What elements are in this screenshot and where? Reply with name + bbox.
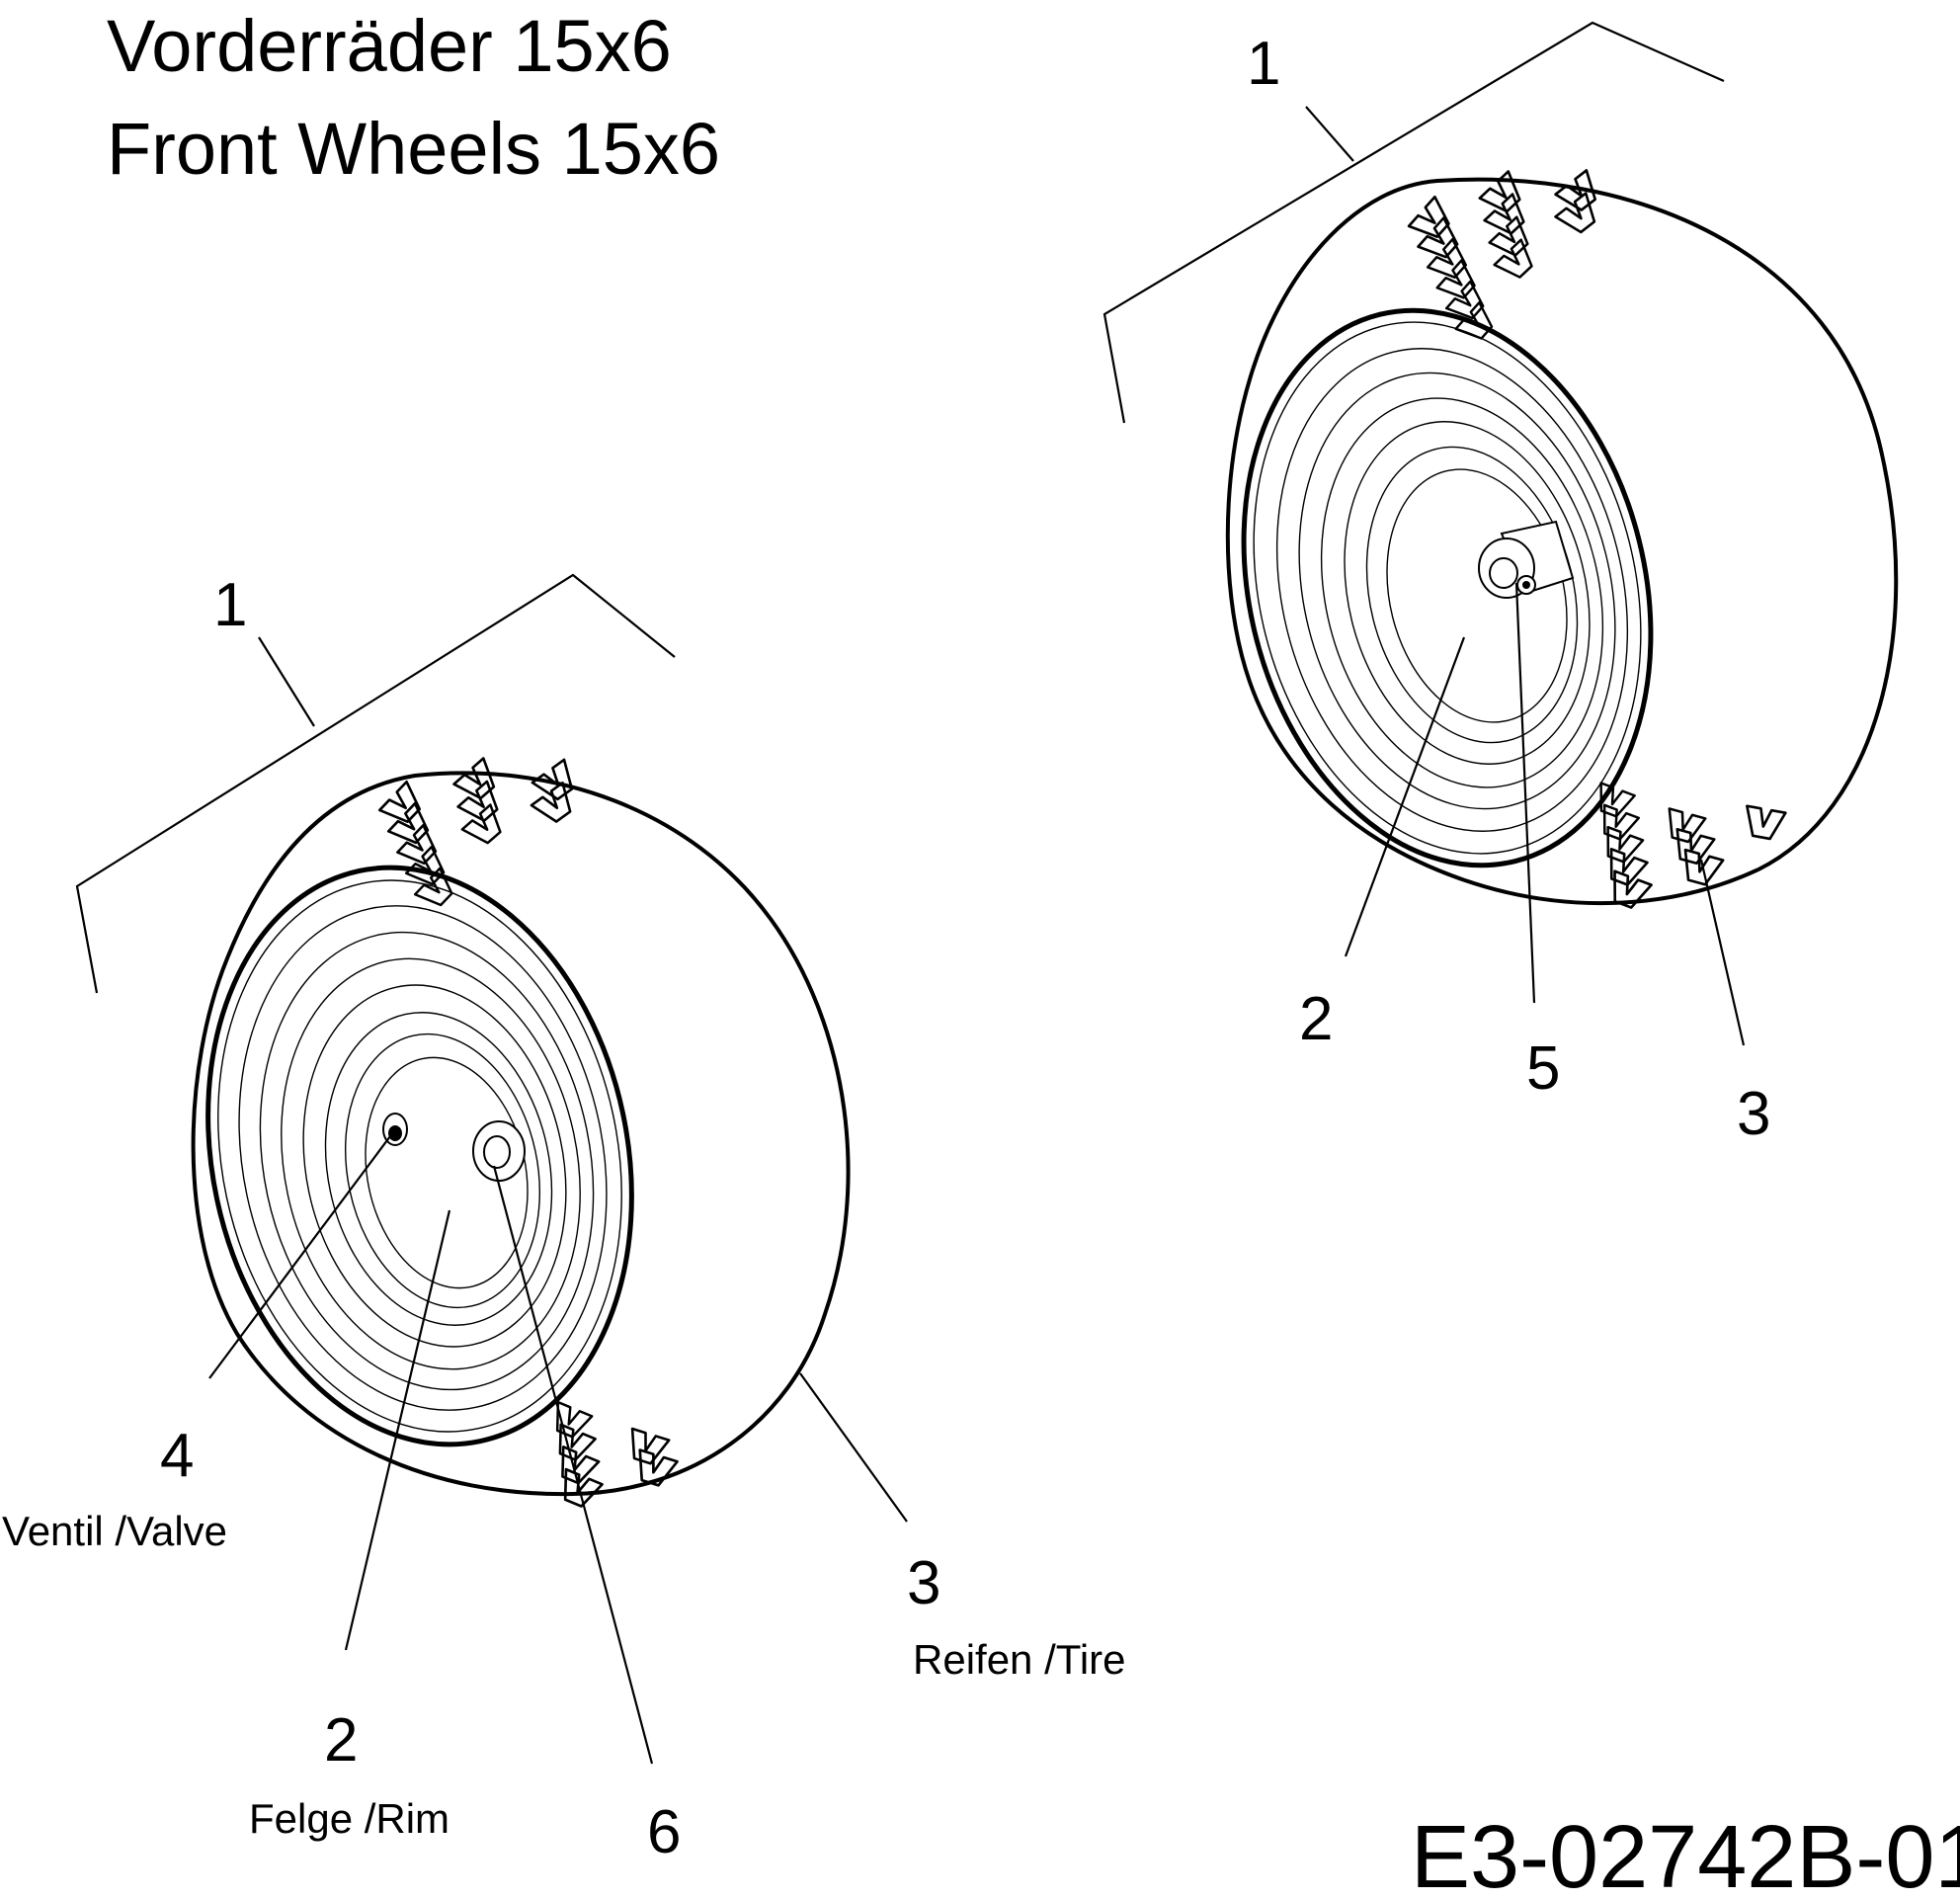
left-callout-4: 4 — [160, 1422, 194, 1490]
right-assembly-bracket — [1102, 21, 1725, 424]
left-callout-2-leader — [344, 1209, 451, 1651]
right-callout-1: 1 — [1247, 30, 1280, 98]
left-wheel: 1 4 Ventil /Valve 2 Felge /Rim 6 3 Reife… — [2, 571, 1126, 1866]
left-callout-1-leader — [258, 636, 315, 727]
label-rim: Felge /Rim — [249, 1795, 449, 1842]
right-wheel: 1 2 5 3 — [1102, 21, 1899, 1148]
left-callout-4-leader — [208, 1135, 391, 1379]
right-callout-5: 5 — [1526, 1034, 1560, 1103]
drawing-code: E3-02742B-01 — [1411, 1808, 1960, 1900]
right-callout-2: 2 — [1299, 985, 1333, 1053]
label-valve: Ventil /Valve — [2, 1508, 227, 1554]
left-callout-1: 1 — [213, 571, 247, 639]
left-assembly-bracket — [75, 573, 676, 994]
right-callout-3-leader — [1699, 859, 1746, 1046]
left-callout-6-leader — [492, 1165, 654, 1765]
label-tire: Reifen /Tire — [913, 1636, 1126, 1683]
left-callout-6: 6 — [647, 1798, 681, 1866]
left-callout-3: 3 — [907, 1549, 940, 1617]
right-callout-3: 3 — [1737, 1080, 1770, 1148]
title-german: Vorderräder 15x6 — [107, 5, 672, 87]
title-english: Front Wheels 15x6 — [107, 108, 720, 190]
right-callout-2-leader — [1344, 636, 1466, 957]
right-callout-1-leader — [1305, 106, 1354, 162]
right-callout-5-leader — [1514, 582, 1536, 1004]
left-callout-3-leader — [799, 1372, 908, 1523]
left-callout-2: 2 — [324, 1706, 358, 1775]
right-rim — [1241, 307, 1654, 868]
